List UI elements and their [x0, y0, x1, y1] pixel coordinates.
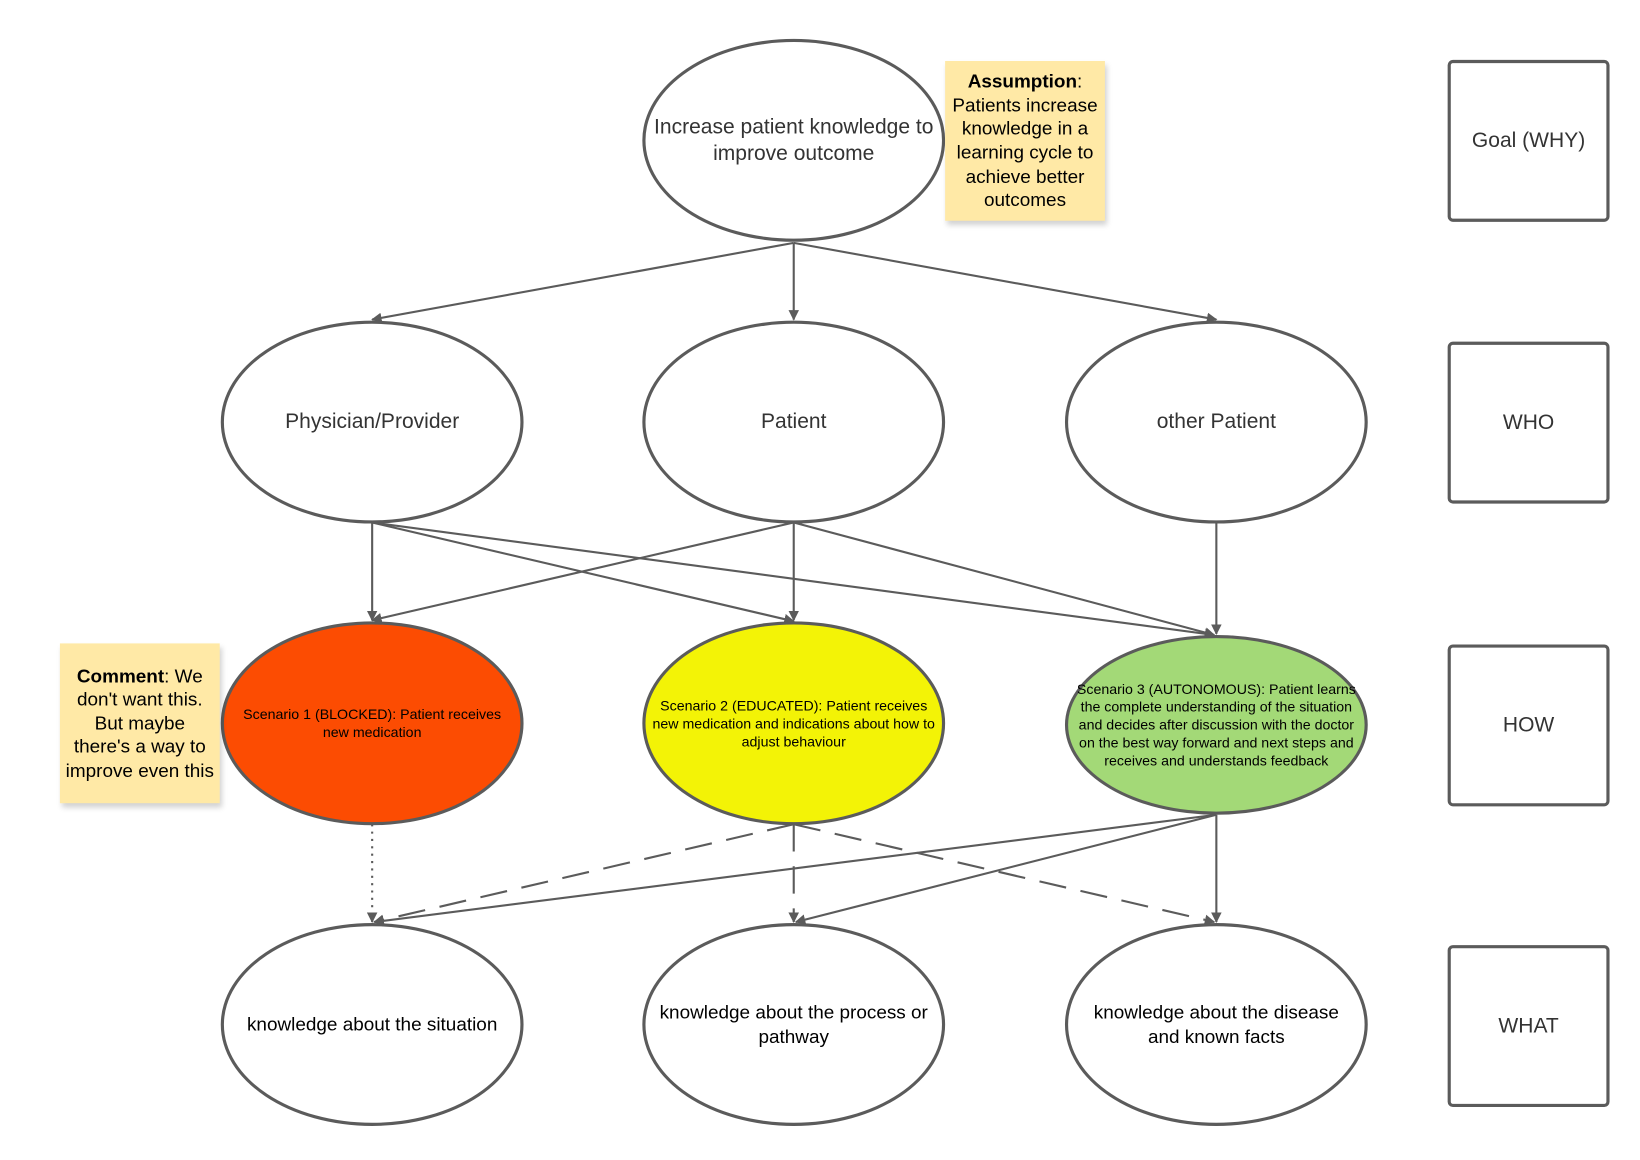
what-text: knowledge about the process or pathway — [659, 1001, 928, 1047]
edge-s2-situation — [373, 823, 794, 925]
label-text: WHO — [1502, 410, 1555, 434]
label-what[interactable]: WHAT — [1447, 945, 1610, 1108]
note-title: Comment — [76, 664, 165, 686]
label-goal[interactable]: Goal (WHY) — [1447, 59, 1610, 222]
what-text: knowledge about the situation — [246, 1013, 498, 1035]
goal-text: Increase patient knowledge to improve ou… — [654, 115, 934, 165]
scenario-text: Scenario 1 (BLOCKED): Patient receives n… — [243, 706, 502, 741]
who-node-physician[interactable]: Physician/Provider — [220, 320, 524, 524]
what-node-process[interactable]: knowledge about the process or pathway — [642, 923, 946, 1126]
who-text: Patient — [760, 410, 827, 434]
edge-goal-physician — [371, 241, 794, 324]
how-node-scenario-2[interactable]: Scenario 2 (EDUCATED): Patient receives … — [642, 621, 946, 826]
label-how[interactable]: HOW — [1447, 644, 1610, 807]
what-node-disease[interactable]: knowledge about the disease and known fa… — [1064, 923, 1368, 1126]
label-text: WHAT — [1498, 1013, 1559, 1038]
who-node-other-patient[interactable]: other Patient — [1064, 320, 1368, 524]
what-text: knowledge about the disease and known fa… — [1093, 1001, 1339, 1047]
scenario-text: Scenario 3 (AUTONOMOUS): Patient learns … — [1076, 681, 1356, 769]
what-node-situation[interactable]: knowledge about the situation — [220, 923, 524, 1126]
label-text: Goal (WHY) — [1471, 128, 1586, 152]
goal-node[interactable]: Increase patient knowledge to improve ou… — [642, 38, 946, 242]
label-who[interactable]: WHO — [1447, 341, 1610, 504]
who-text: other Patient — [1156, 410, 1276, 434]
edge-patient-s3 — [793, 521, 1216, 638]
who-text: Physician/Provider — [285, 410, 460, 434]
edge-patient-s1 — [371, 521, 794, 624]
note-body: : Patients increase knowledge in a learn… — [952, 70, 1098, 211]
scenario-text: Scenario 2 (EDUCATED): Patient receives … — [652, 697, 935, 750]
edge-goal-other-patient — [793, 241, 1218, 324]
edge-s2-disease — [793, 823, 1216, 925]
note-body: : We don't want this. But maybe there's … — [65, 664, 214, 782]
label-text: HOW — [1502, 713, 1555, 737]
assumption-note[interactable]: Assumption: Patients increase knowledge … — [945, 60, 1105, 221]
comment-note[interactable]: Comment: We don't want this. But maybe t… — [59, 643, 220, 804]
how-node-scenario-1[interactable]: Scenario 1 (BLOCKED): Patient receives n… — [220, 621, 524, 826]
how-node-scenario-3[interactable]: Scenario 3 (AUTONOMOUS): Patient learns … — [1064, 634, 1368, 815]
note-title: Assumption — [967, 70, 1078, 92]
who-node-patient[interactable]: Patient — [642, 320, 946, 524]
edge-s3-situation — [373, 813, 1217, 927]
edge-s3-process — [794, 813, 1217, 925]
